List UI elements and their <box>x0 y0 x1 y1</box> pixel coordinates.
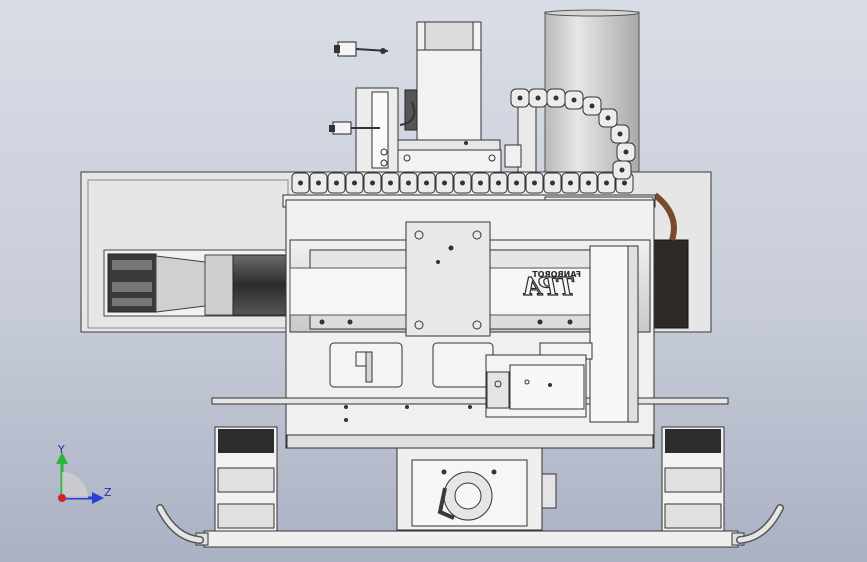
chain-pin <box>514 180 519 186</box>
right-vertical-guide <box>589 245 639 423</box>
vertical-stepper-motor <box>396 21 502 173</box>
left-foot-assembly <box>214 426 278 532</box>
cable-connector-bottom <box>329 101 416 135</box>
chain-pin <box>352 180 357 186</box>
chain-pin <box>478 180 483 186</box>
chain-pin <box>535 95 541 101</box>
bottom-gearbox <box>396 447 557 531</box>
cable-connector-top <box>334 41 389 57</box>
chain-pin <box>619 167 625 173</box>
coordinate-triad <box>56 452 104 504</box>
chain-pin <box>622 180 627 186</box>
right-foot-assembly <box>661 426 725 532</box>
chain-pin <box>496 180 501 186</box>
chain-pin <box>532 180 537 186</box>
chain-pin <box>298 180 303 186</box>
chain-pin <box>424 180 429 186</box>
chain-pin <box>370 180 375 186</box>
left-servo-motor <box>103 249 291 317</box>
chain-pin <box>550 180 555 186</box>
chain-pin <box>589 103 595 109</box>
chain-pin <box>553 95 559 101</box>
brand-logo-text: TPA <box>522 272 575 301</box>
chain-pin <box>334 180 339 186</box>
chain-pin <box>586 180 591 186</box>
chain-pin <box>623 149 629 155</box>
chain-pin <box>442 180 447 186</box>
chain-pin <box>388 180 393 186</box>
triad-z-label: Z <box>104 486 112 499</box>
cable-drag-chain <box>291 88 636 194</box>
chain-pin <box>605 115 611 121</box>
chain-pin <box>571 97 577 103</box>
carriage-plate <box>405 221 491 337</box>
chain-pin <box>617 131 623 137</box>
chain-pin <box>517 95 523 101</box>
brand-logo: TPA FANBOROT <box>522 270 581 302</box>
right-brown-motor <box>649 192 689 329</box>
chain-pin <box>460 180 465 186</box>
chain-pin <box>568 180 573 186</box>
chain-pin <box>406 180 411 186</box>
bottom-bar-with-hooks <box>156 504 784 548</box>
brand-company-text: FANBOROT <box>532 270 581 279</box>
triad-y-label: Y <box>58 443 65 456</box>
chain-pin <box>316 180 321 186</box>
chain-pin <box>604 180 609 186</box>
gripper-motor <box>485 354 587 418</box>
